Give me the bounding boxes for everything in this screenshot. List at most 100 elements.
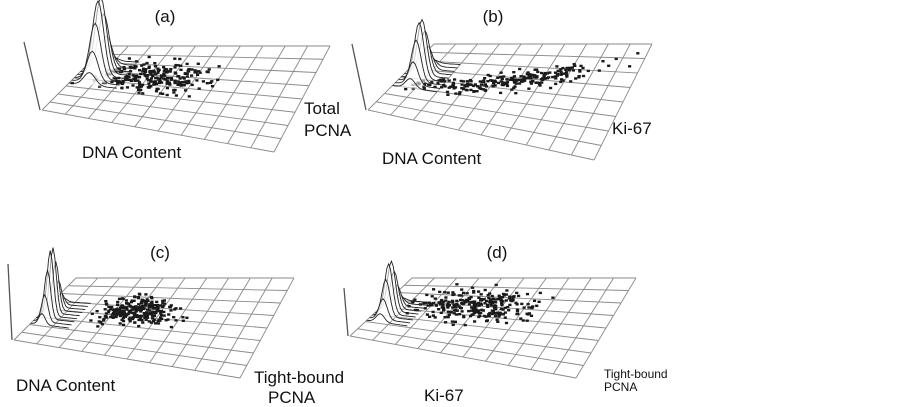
- grid-plane-b: [351, 43, 653, 161]
- data-point-b: [482, 80, 486, 84]
- data-point-a: [122, 67, 126, 71]
- data-point-b: [439, 78, 443, 81]
- data-point-c: [140, 307, 144, 310]
- data-point-b: [567, 69, 571, 72]
- data-point-b: [527, 87, 531, 90]
- data-point-b: [551, 75, 555, 79]
- data-point-a: [210, 85, 215, 88]
- data-point-a: [160, 74, 164, 77]
- data-point-b: [522, 76, 526, 79]
- data-point-d: [501, 292, 506, 296]
- data-point-c: [149, 313, 153, 316]
- data-point-a: [118, 66, 122, 70]
- data-point-c: [163, 302, 167, 305]
- data-point-d: [454, 309, 458, 312]
- data-point-a: [170, 78, 174, 81]
- data-point-c: [160, 317, 164, 321]
- data-point-a: [151, 74, 155, 77]
- data-point-d: [451, 291, 455, 294]
- data-point-c: [109, 308, 113, 311]
- data-point-b: [534, 81, 538, 84]
- data-point-d: [477, 315, 481, 319]
- data-point-d: [467, 303, 471, 306]
- data-point-a: [150, 80, 154, 83]
- data-point-d: [431, 314, 435, 317]
- data-point-b: [483, 77, 487, 80]
- data-point-b: [499, 80, 503, 83]
- data-point-a: [127, 72, 131, 76]
- data-point-b: [512, 71, 516, 74]
- data-point-a: [120, 86, 124, 90]
- data-point-c: [149, 305, 153, 308]
- data-point-d: [432, 301, 436, 305]
- data-point-a: [197, 70, 201, 73]
- grid-line-v-a-5: [65, 85, 296, 113]
- data-point-d: [444, 299, 448, 302]
- data-point-a: [217, 65, 221, 68]
- data-point-a: [154, 90, 159, 93]
- data-point-d: [450, 320, 454, 323]
- data-point-c: [144, 304, 148, 307]
- data-point-c: [155, 304, 159, 307]
- data-point-c: [139, 305, 143, 308]
- data-point-d: [453, 320, 457, 323]
- data-point-c: [113, 315, 117, 319]
- data-point-c: [143, 300, 147, 303]
- data-point-d: [506, 305, 510, 309]
- data-point-c: [151, 317, 155, 320]
- data-point-a: [166, 76, 170, 80]
- data-point-d: [500, 296, 504, 299]
- data-point-d: [477, 290, 481, 293]
- data-point-b: [453, 86, 458, 89]
- data-point-a: [185, 80, 189, 83]
- data-point-c: [169, 325, 173, 329]
- vertical-axis-a: [23, 41, 41, 111]
- data-point-c: [102, 317, 106, 321]
- data-point-a: [182, 84, 186, 87]
- data-point-a: [129, 70, 133, 73]
- data-point-b: [548, 71, 552, 74]
- data-point-c: [133, 315, 137, 318]
- panel-label-a: (a): [155, 7, 176, 26]
- grid-line-v-d-1: [404, 284, 629, 291]
- data-point-b: [556, 69, 560, 73]
- data-point-a: [137, 88, 141, 91]
- data-point-a: [184, 89, 188, 92]
- data-point-c: [143, 315, 147, 318]
- data-point-b: [483, 83, 487, 86]
- data-point-a: [174, 63, 178, 67]
- data-point-c: [145, 316, 149, 319]
- data-point-c: [124, 306, 128, 309]
- data-point-b: [579, 64, 583, 68]
- data-point-b: [559, 73, 563, 76]
- data-point-c: [129, 300, 134, 304]
- data-point-c: [106, 311, 110, 314]
- data-point-d: [499, 307, 504, 311]
- data-point-c: [150, 314, 155, 318]
- data-point-d: [511, 298, 515, 302]
- data-point-c: [131, 317, 135, 321]
- data-point-d: [455, 309, 459, 312]
- data-point-d: [485, 319, 489, 323]
- data-point-c: [147, 303, 152, 306]
- data-point-a: [110, 80, 114, 84]
- data-point-d: [505, 289, 509, 292]
- data-point-b: [510, 77, 514, 80]
- data-point-b: [502, 75, 506, 78]
- data-point-a: [159, 76, 163, 79]
- data-point-b: [559, 68, 563, 71]
- data-point-b: [428, 83, 432, 87]
- data-point-b: [570, 66, 574, 69]
- data-point-b: [511, 78, 515, 82]
- data-point-a: [179, 84, 183, 87]
- data-point-d: [470, 313, 474, 316]
- data-point-a: [127, 57, 131, 60]
- data-point-c: [122, 309, 126, 312]
- data-point-c: [139, 301, 144, 304]
- data-point-a: [131, 84, 135, 87]
- data-point-c: [152, 306, 156, 310]
- data-point-d: [415, 308, 419, 312]
- data-point-d: [442, 300, 446, 303]
- data-point-a: [123, 78, 127, 82]
- data-point-a: [207, 68, 211, 71]
